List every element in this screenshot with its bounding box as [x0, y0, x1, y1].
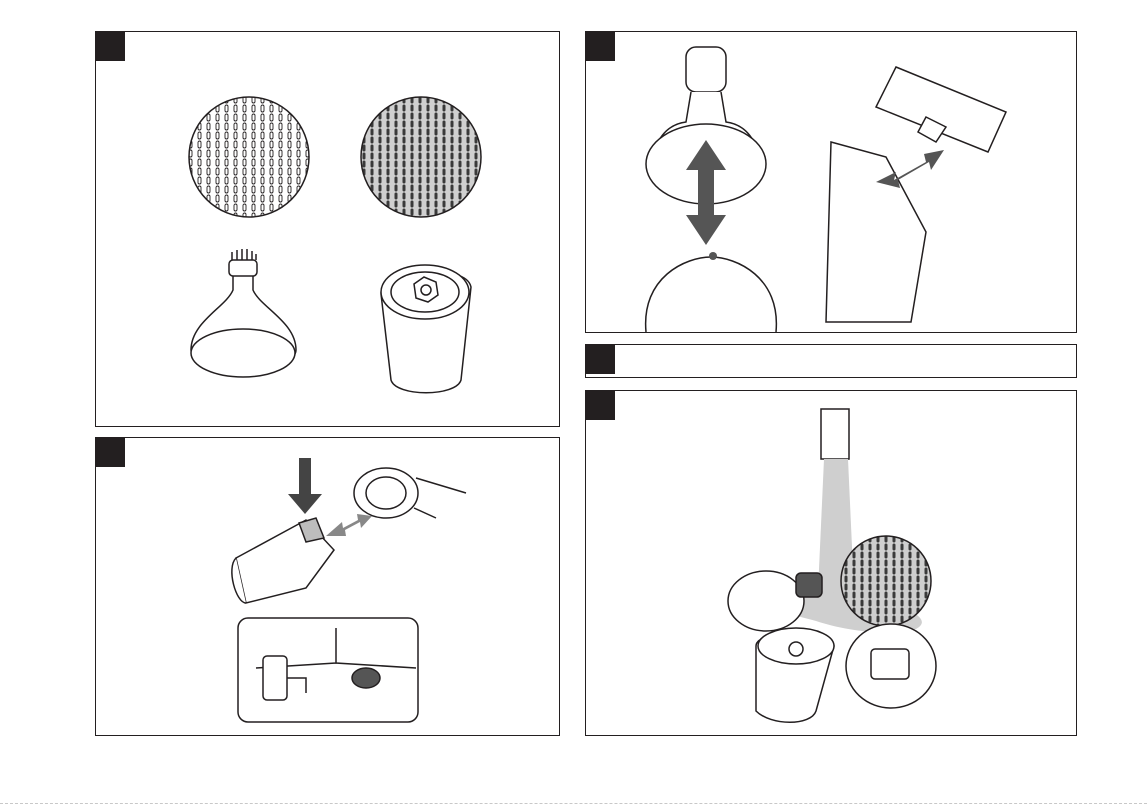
panel-attachments	[95, 31, 560, 427]
page-bottom-rule	[0, 803, 1147, 805]
dark-bristle-brush-icon	[361, 97, 481, 217]
panel-replace-head	[585, 31, 1077, 333]
replace-head-illustration	[586, 32, 1078, 334]
press-arrow-icon	[288, 458, 322, 514]
attach-head-illustration	[96, 438, 561, 737]
panel-blank-step	[585, 344, 1077, 378]
light-bristle-brush-icon	[189, 97, 309, 217]
wall-mount-inset	[238, 618, 418, 722]
small-brush-head-icon	[191, 249, 296, 377]
faucet-icon	[821, 409, 849, 459]
release-dot-icon	[709, 252, 717, 260]
head-cap-icon	[354, 468, 466, 518]
attachments-illustration	[96, 32, 561, 428]
grinder-head-icon	[381, 265, 471, 393]
dark-brush-icon	[841, 536, 931, 626]
handle-icon	[232, 518, 334, 603]
grinder-part-icon	[756, 628, 834, 722]
step-badge	[585, 344, 615, 374]
panel-rinse	[585, 390, 1077, 736]
rinse-illustration	[586, 391, 1078, 737]
rect-brush-icon	[876, 67, 1006, 152]
brush-back-icon	[846, 624, 936, 708]
panel-attach-head	[95, 437, 560, 736]
slide-arrow-icon	[326, 514, 372, 536]
side-handle-icon	[826, 142, 926, 322]
